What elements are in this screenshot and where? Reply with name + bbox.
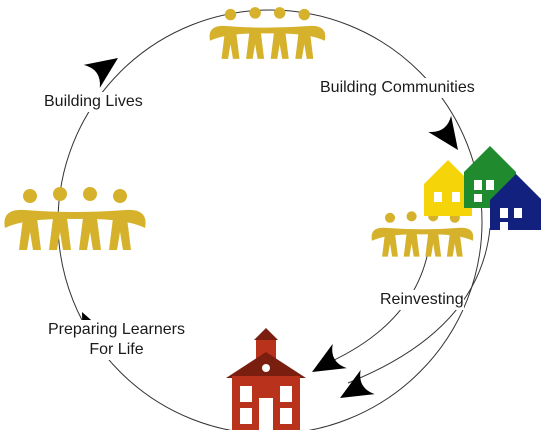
houses-icon <box>424 146 541 230</box>
house-blue <box>490 174 541 230</box>
label-preparing-line2: For Life <box>89 341 144 358</box>
arrowhead-icon-bottom-right-1 <box>305 343 347 385</box>
house-yellow <box>424 160 472 216</box>
label-preparing-line1: Preparing Learners <box>48 321 185 338</box>
label-building-lives: Building Lives <box>44 92 143 112</box>
label-preparing-learners: Preparing Learners For Life <box>48 320 185 360</box>
label-building-communities: Building Communities <box>320 78 475 98</box>
arrowhead-icon-right <box>428 115 470 159</box>
arrowhead-icon-bottom-right-2 <box>333 369 375 411</box>
people-group-icon-small <box>371 211 474 257</box>
label-reinvesting: Reinvesting <box>380 290 464 310</box>
reinvest-loop <box>347 227 491 384</box>
reinvest-loop-inner <box>329 239 431 363</box>
people-group-icon-top <box>209 7 326 59</box>
arrowhead-icon-top-left <box>83 46 127 88</box>
people-group-icon-left <box>4 187 146 250</box>
schoolhouse-icon <box>226 328 306 430</box>
